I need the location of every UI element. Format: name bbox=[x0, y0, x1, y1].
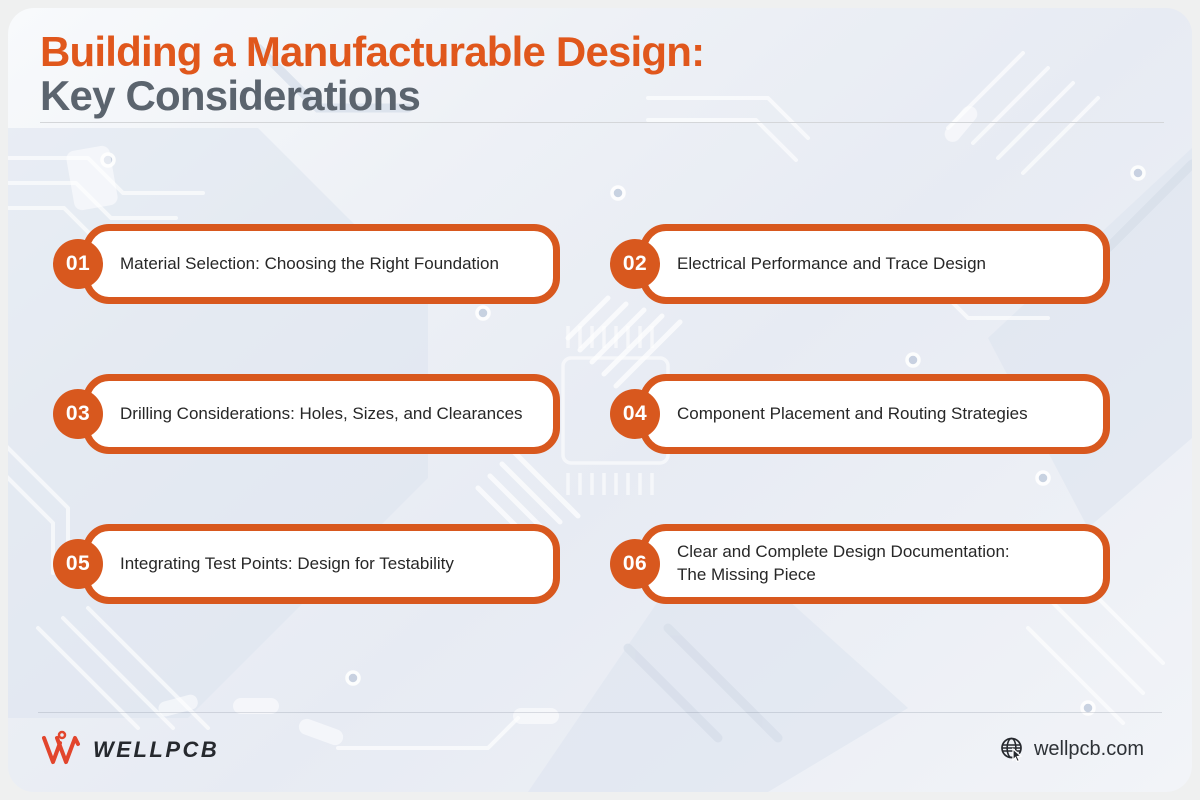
consideration-label: Clear and Complete Design Documentation:… bbox=[677, 542, 1010, 584]
consideration-label: Integrating Test Points: Design for Test… bbox=[120, 553, 454, 573]
consideration-label: Material Selection: Choosing the Right F… bbox=[120, 253, 499, 273]
consideration-card-04: 04 Component Placement and Routing Strat… bbox=[610, 374, 1110, 454]
considerations-grid: 01 Material Selection: Choosing the Righ… bbox=[53, 224, 1110, 604]
consideration-card-06: 06 Clear and Complete Design Documentati… bbox=[610, 524, 1110, 604]
step-number-badge: 03 bbox=[53, 389, 103, 439]
title-divider bbox=[40, 122, 1164, 123]
step-number-badge: 05 bbox=[53, 539, 103, 589]
globe-cursor-icon bbox=[999, 736, 1026, 763]
step-number-badge: 06 bbox=[610, 539, 660, 589]
consideration-label: Drilling Considerations: Holes, Sizes, a… bbox=[120, 403, 523, 423]
page-title-line2: Key Considerations bbox=[40, 72, 421, 120]
page-title: Building a Manufacturable Design: Key Co… bbox=[40, 28, 705, 120]
infographic-page: Building a Manufacturable Design: Key Co… bbox=[8, 8, 1192, 792]
consideration-card-03: 03 Drilling Considerations: Holes, Sizes… bbox=[53, 374, 560, 454]
consideration-card-01: 01 Material Selection: Choosing the Righ… bbox=[53, 224, 560, 304]
consideration-card-05: 05 Integrating Test Points: Design for T… bbox=[53, 524, 560, 604]
page-title-line1: Building a Manufacturable Design: bbox=[40, 28, 705, 75]
step-number-badge: 04 bbox=[610, 389, 660, 439]
step-number-badge: 02 bbox=[610, 239, 660, 289]
brand-name: WELLPCB bbox=[93, 737, 220, 762]
consideration-card-02: 02 Electrical Performance and Trace Desi… bbox=[610, 224, 1110, 304]
footer-divider bbox=[38, 712, 1162, 713]
website-link[interactable]: wellpcb.com bbox=[999, 736, 1144, 763]
step-number-badge: 01 bbox=[53, 239, 103, 289]
consideration-label: Component Placement and Routing Strategi… bbox=[677, 403, 1028, 423]
website-text: wellpcb.com bbox=[1033, 738, 1144, 760]
wellpcb-logo: WELLPCB bbox=[40, 730, 219, 770]
wellpcb-w-logo-mark bbox=[40, 730, 84, 770]
consideration-label: Electrical Performance and Trace Design bbox=[677, 253, 986, 273]
